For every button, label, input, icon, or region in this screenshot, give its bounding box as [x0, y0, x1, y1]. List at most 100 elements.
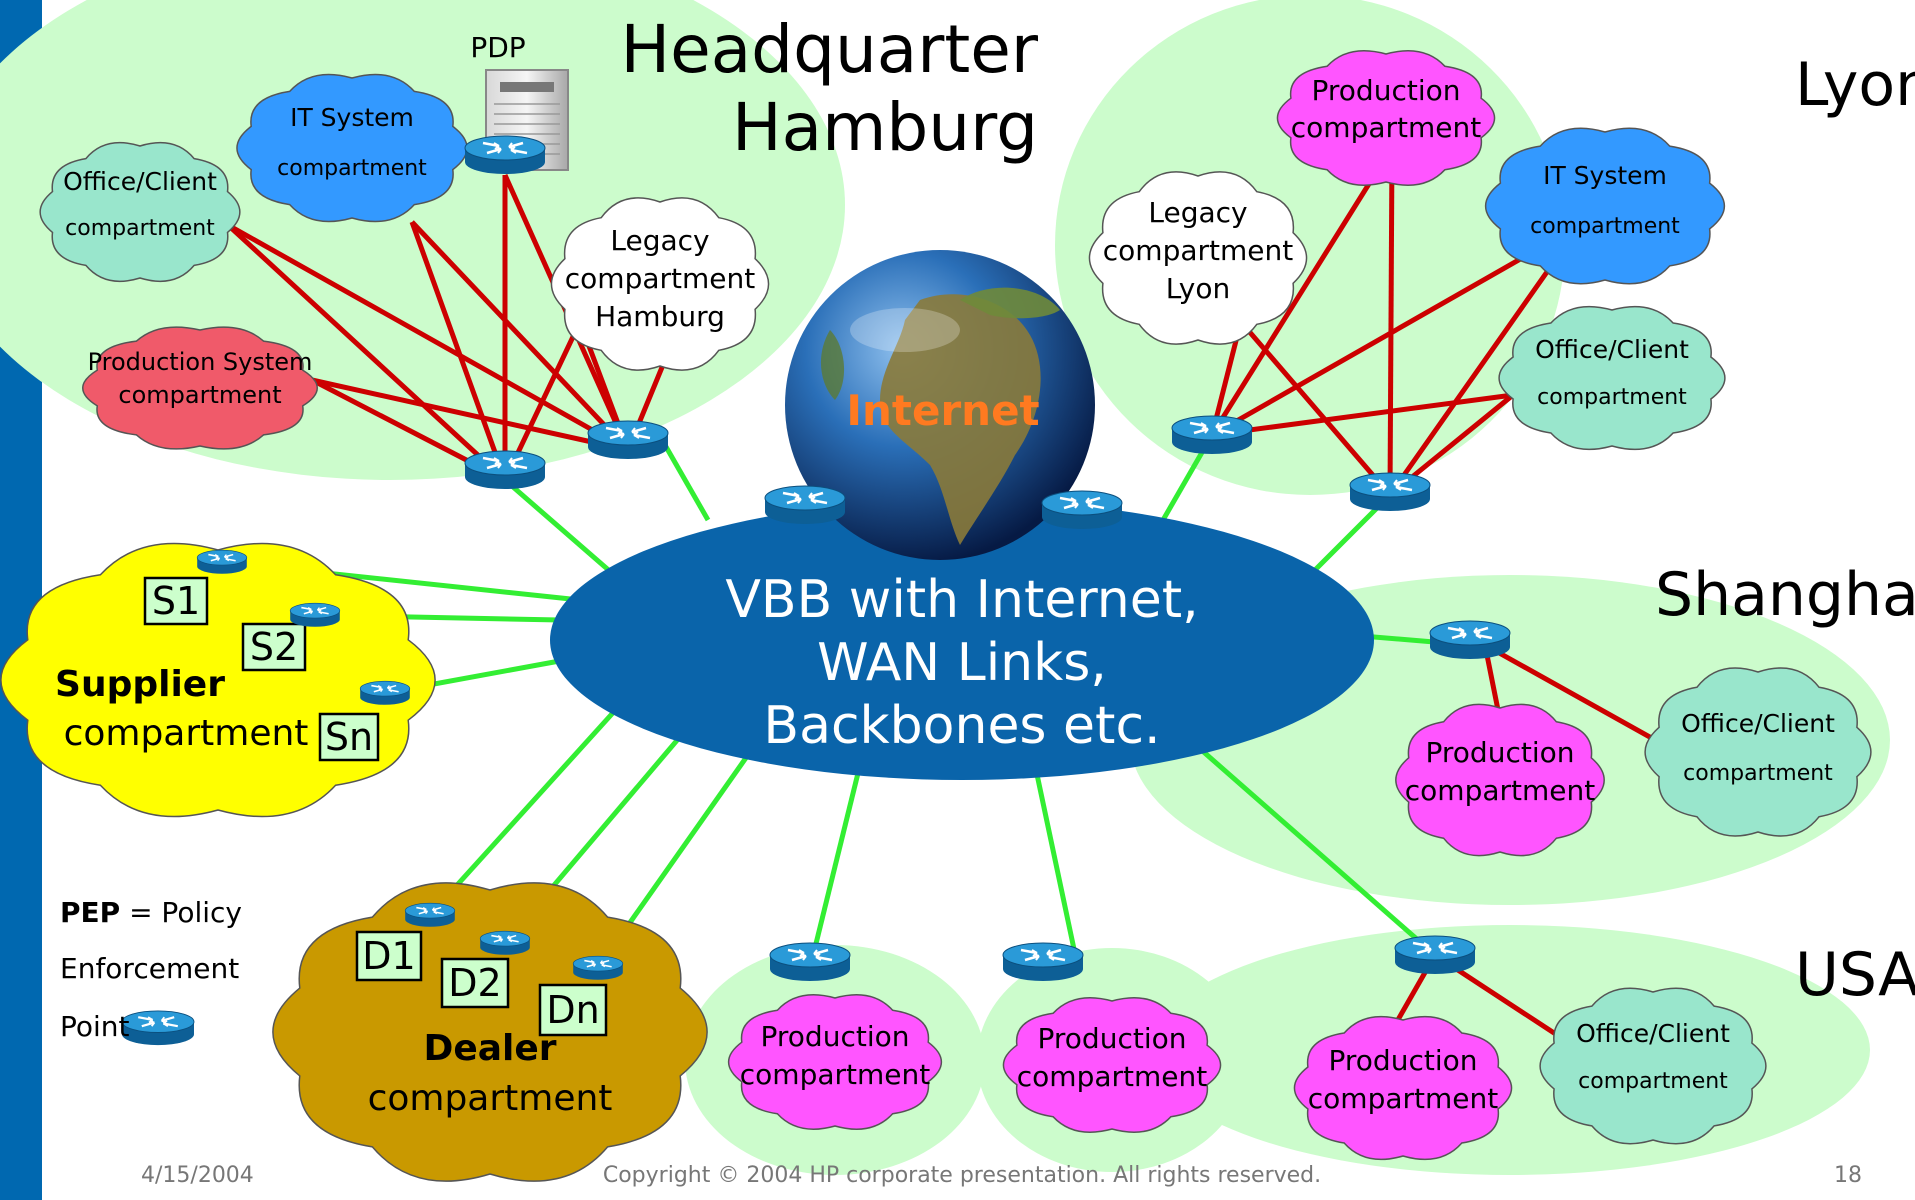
- svg-text:PEP = Policy: PEP = Policy: [60, 896, 242, 929]
- legend-line2: Enforcement: [60, 952, 239, 985]
- node-boxes: S1 S2 Sn D1 D2 Dn: [143, 576, 608, 1037]
- prod-a-label-1: Production: [761, 1020, 910, 1053]
- dealer-node-2: D2: [448, 961, 501, 1005]
- supplier-node-box-3: [318, 712, 380, 762]
- dealer-node-3: Dn: [546, 988, 599, 1032]
- router-icon: [572, 955, 624, 981]
- region-title-usa: USA: [1795, 940, 1915, 1010]
- dealer-label-1: Dealer: [423, 1028, 556, 1069]
- hh-it-label-2: compartment: [277, 156, 427, 181]
- router-icon: [196, 549, 248, 575]
- us-office-label-2: compartment: [1578, 1069, 1728, 1094]
- prod-a-cloud: [727, 994, 943, 1130]
- dealer-label-2: compartment: [368, 1078, 613, 1119]
- hh-it-label-1: IT System: [290, 103, 414, 132]
- router-icon: [359, 680, 411, 706]
- legend-line1-rest: = Policy: [120, 896, 242, 929]
- ly-it-label-2: compartment: [1530, 214, 1680, 239]
- region-title-shanghai: Shanghai: [1655, 560, 1915, 630]
- lan-links: [226, 145, 1702, 1053]
- router-icon: [1040, 489, 1124, 531]
- us-office-label-1: Office/Client: [1576, 1019, 1730, 1048]
- wan-links: [221, 433, 1471, 970]
- ly-production-label-2: compartment: [1291, 111, 1481, 144]
- legend-line3: Point: [60, 1010, 130, 1043]
- router-icon: [289, 602, 341, 628]
- router-icon: [463, 449, 547, 491]
- ly-legacy-label-3: Lyon: [1166, 272, 1230, 305]
- sh-production-cloud: [1395, 703, 1605, 857]
- hh-it-cloud: [236, 73, 468, 223]
- dealer-node-1: D1: [362, 934, 415, 978]
- us-production-label-1: Production: [1329, 1044, 1478, 1077]
- router-icon: [763, 484, 847, 526]
- sh-office-cloud: [1644, 667, 1872, 837]
- dealer-node-box-3: [538, 983, 608, 1037]
- router-icon: [768, 941, 852, 983]
- usa-site-area: [1150, 925, 1870, 1175]
- footer-copyright: Copyright © 2004 HP corporate presentati…: [603, 1163, 1321, 1188]
- us-production-cloud: [1293, 1015, 1513, 1161]
- supplier-label-2: compartment: [64, 713, 309, 754]
- hh-production-label-1: Production System: [88, 348, 313, 376]
- dealer-node-box-1: [355, 930, 423, 982]
- ly-office-label-2: compartment: [1537, 385, 1687, 410]
- backbone-line-1: VBB with Internet,: [725, 570, 1198, 630]
- pep-legend: PEP = Policy Enforcement Point: [60, 896, 242, 1043]
- ly-office-label-1: Office/Client: [1535, 335, 1689, 364]
- compartment-labels: IT System compartment Office/Client comp…: [55, 74, 1835, 1119]
- ly-legacy-label-2: compartment: [1103, 234, 1293, 267]
- hh-legacy-label-3: Hamburg: [595, 300, 725, 333]
- ly-production-label-1: Production: [1312, 74, 1461, 107]
- router-icon: [1428, 619, 1512, 661]
- router-icon: [479, 930, 531, 956]
- hh-office-cloud: [39, 142, 241, 282]
- ly-office-cloud: [1498, 305, 1726, 451]
- dealer-node-box-2: [440, 957, 510, 1009]
- sh-production-label-1: Production: [1426, 736, 1575, 769]
- supplier-label-1: Supplier: [55, 664, 225, 705]
- pdp-label: PDP: [470, 31, 525, 64]
- footer-date: 4/15/2004: [141, 1163, 254, 1188]
- sh-production-label-2: compartment: [1405, 774, 1595, 807]
- prod-b-label-2: compartment: [1017, 1060, 1207, 1093]
- ly-it-label-1: IT System: [1543, 161, 1667, 190]
- supplier-node-box-1: [143, 576, 209, 626]
- internet-globe: [785, 250, 1095, 560]
- router-icon: [586, 419, 670, 461]
- region-title-hamburg-line1: Headquarter: [621, 11, 1039, 88]
- supplier-node-3: Sn: [325, 715, 373, 759]
- hh-office-label-1: Office/Client: [63, 167, 217, 196]
- router-icon: [1348, 471, 1432, 513]
- hh-legacy-cloud: [550, 197, 770, 371]
- router-icon: [1170, 414, 1254, 456]
- backbone-line-3: Backbones etc.: [763, 696, 1160, 756]
- sh-office-label-1: Office/Client: [1681, 709, 1835, 738]
- region-title-hamburg-line2: Hamburg: [732, 89, 1038, 166]
- internet-label: Internet: [846, 386, 1039, 435]
- sh-office-label-2: compartment: [1683, 761, 1833, 786]
- us-office-cloud: [1539, 987, 1767, 1145]
- router-icon: [1393, 934, 1477, 976]
- hh-legacy-label-1: Legacy: [610, 224, 709, 257]
- hh-production-cloud: [82, 326, 318, 450]
- legend-pep: PEP: [60, 896, 120, 929]
- supplier-node-2: S2: [250, 625, 298, 669]
- footer-page-number: 18: [1834, 1163, 1862, 1188]
- ly-legacy-label-1: Legacy: [1148, 196, 1247, 229]
- ly-it-cloud: [1485, 127, 1725, 285]
- us-production-label-2: compartment: [1308, 1082, 1498, 1115]
- router-icon: [463, 134, 547, 176]
- region-title-lyon: Lyon: [1795, 50, 1915, 120]
- prod-b-cloud: [1002, 997, 1222, 1133]
- backbone-oval: [550, 500, 1374, 780]
- legend-router-icon: [120, 1009, 196, 1047]
- backbone-line-2: WAN Links,: [817, 633, 1107, 693]
- supplier-node-1: S1: [152, 579, 200, 623]
- hh-production-label-2: compartment: [118, 381, 281, 409]
- prod-a-label-2: compartment: [740, 1058, 930, 1091]
- ly-legacy-cloud: [1088, 171, 1308, 345]
- hh-legacy-label-2: compartment: [565, 262, 755, 295]
